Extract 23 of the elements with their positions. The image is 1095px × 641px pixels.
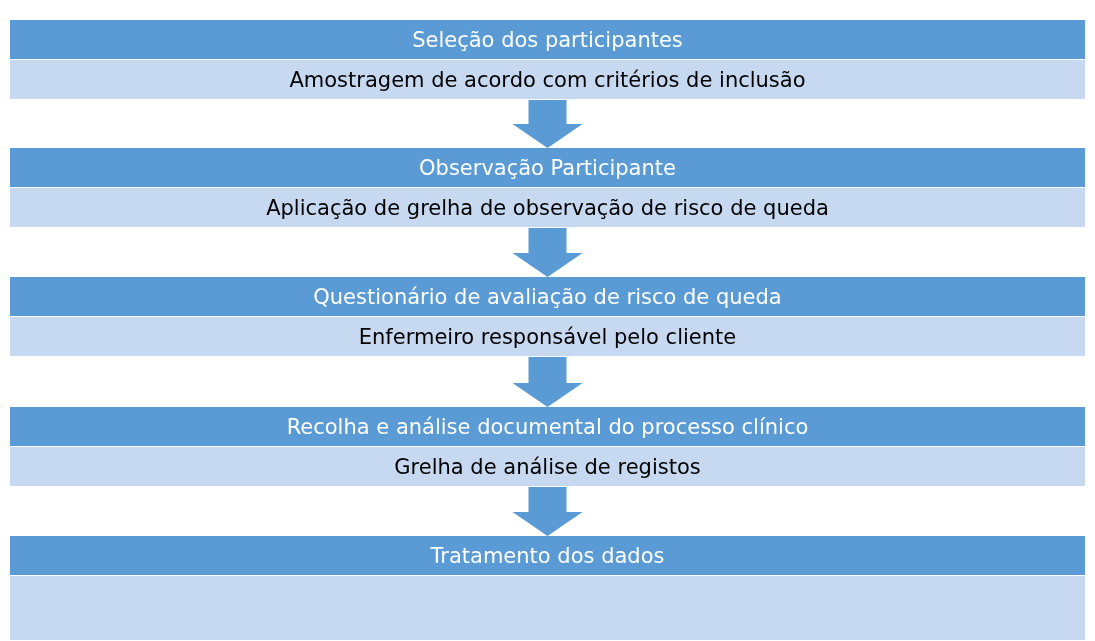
stage-detail: Enfermeiro responsável pelo cliente — [358, 324, 737, 349]
stage-header-bar — [10, 20, 1085, 60]
block-arrow — [512, 357, 583, 407]
stage-header-bar — [10, 407, 1085, 447]
stage-detail-bar — [10, 317, 1085, 357]
block-arrow — [512, 487, 583, 536]
stage-detail-bar — [10, 60, 1085, 100]
block-arrow — [512, 100, 583, 148]
stage-detail: Amostragem de acordo com critérios de inclusão — [289, 67, 806, 92]
stage-title: Seleção dos participantes — [412, 27, 683, 52]
stage-title: Questionário de avaliação de risco de queda — [313, 284, 782, 309]
stage-detail-bar — [10, 188, 1085, 228]
block-arrow — [512, 228, 583, 277]
stage-header-bar — [10, 148, 1085, 188]
stage-detail: Grelha de análise de registos — [394, 454, 701, 479]
stage-title: Tratamento dos dados — [430, 543, 665, 568]
stage-header-bar — [10, 277, 1085, 317]
stage-detail-bar — [10, 447, 1085, 487]
stage-detail: Aplicação de grelha de observação de risco de queda — [266, 195, 829, 220]
stage-title: Recolha e análise documental do processo clínico — [286, 414, 809, 439]
stage-title: Observação Participante — [419, 155, 676, 180]
stage-detail-bar — [10, 576, 1085, 641]
stage-header-bar — [10, 536, 1085, 576]
